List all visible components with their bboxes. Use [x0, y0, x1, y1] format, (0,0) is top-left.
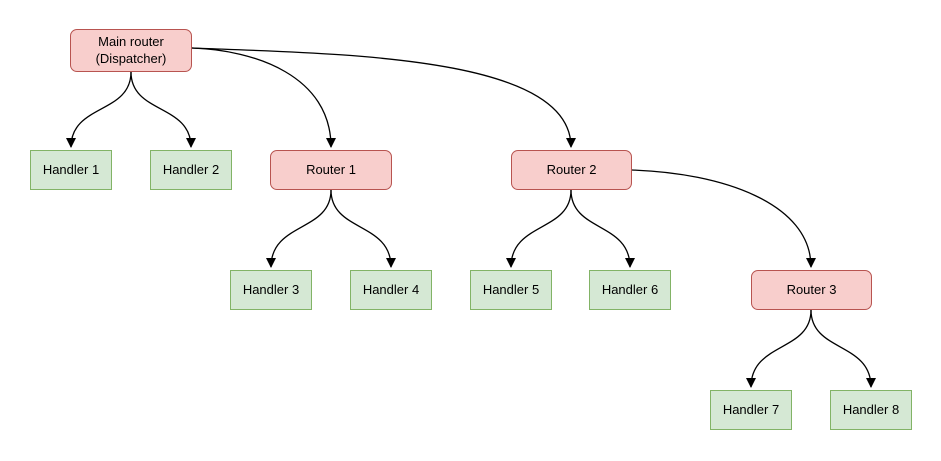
- node-label: Handler 3: [242, 281, 300, 297]
- node-router-2[interactable]: Router 2: [511, 150, 632, 190]
- node-label: Router 3: [786, 281, 837, 297]
- node-label: Handler 4: [362, 281, 420, 297]
- node-label: Handler 6: [601, 281, 659, 297]
- node-handler-2[interactable]: Handler 2: [150, 150, 232, 190]
- node-main-router[interactable]: Main router (Dispatcher): [70, 29, 192, 72]
- edge-main-router-to-handler-2: [130, 71, 196, 148]
- node-label: Router 2: [546, 161, 597, 177]
- node-handler-5[interactable]: Handler 5: [470, 270, 552, 310]
- edge-router-3-to-handler-8: [810, 309, 876, 388]
- node-handler-3[interactable]: Handler 3: [230, 270, 312, 310]
- node-label: Main router (Dispatcher): [95, 33, 167, 66]
- edge-main-router-to-router-1: [191, 47, 336, 148]
- node-label: Router 1: [306, 161, 356, 177]
- node-handler-7[interactable]: Handler 7: [710, 390, 792, 430]
- node-router-3[interactable]: Router 3: [751, 270, 872, 310]
- node-handler-1[interactable]: Handler 1: [30, 150, 112, 190]
- node-handler-6[interactable]: Handler 6: [589, 270, 671, 310]
- node-label: Handler 8: [842, 401, 900, 417]
- node-label: Handler 7: [722, 401, 780, 417]
- node-label: Handler 5: [482, 281, 540, 297]
- edge-router-1-to-handler-4: [330, 189, 396, 268]
- edge-router-2-to-handler-6: [570, 189, 635, 268]
- node-label: Handler 2: [162, 161, 220, 177]
- edge-main-router-to-router-2: [191, 47, 576, 148]
- edge-router-3-to-handler-7: [746, 309, 812, 388]
- edge-router-2-to-router-3: [631, 169, 816, 268]
- edge-router-2-to-handler-5: [506, 189, 572, 268]
- edge-router-1-to-handler-3: [266, 189, 332, 268]
- node-handler-8[interactable]: Handler 8: [830, 390, 912, 430]
- node-label: Handler 1: [42, 161, 100, 177]
- edge-main-router-to-handler-1: [66, 71, 132, 148]
- node-router-1[interactable]: Router 1: [270, 150, 392, 190]
- node-handler-4[interactable]: Handler 4: [350, 270, 432, 310]
